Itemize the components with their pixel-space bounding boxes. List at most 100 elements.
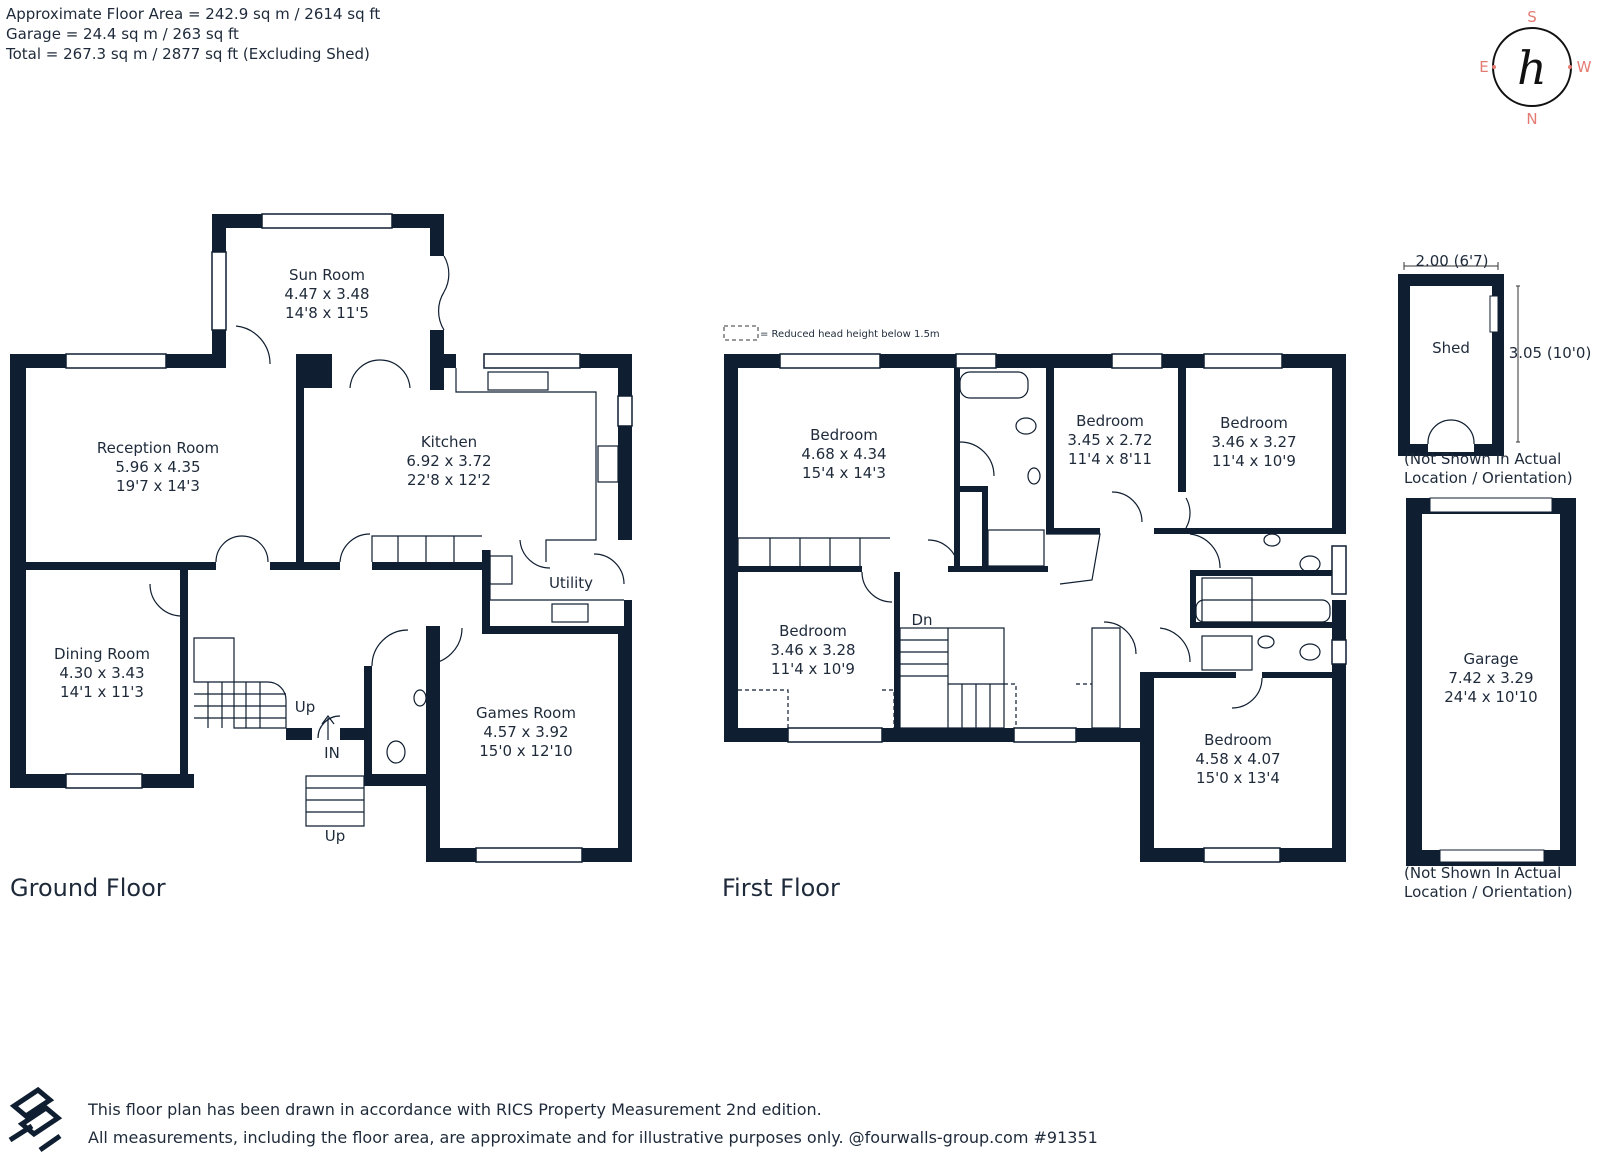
room-name: Kitchen [421, 433, 477, 451]
logo-part [9, 1086, 55, 1120]
window [261, 213, 393, 229]
door-swing [1189, 533, 1221, 569]
shower-icon [987, 529, 1045, 567]
first-floor-fittings [737, 371, 1331, 729]
compass-s: S [1527, 8, 1537, 26]
room-name: Bedroom [1204, 731, 1272, 749]
wall [180, 570, 188, 774]
worktop [455, 368, 597, 562]
door-swing [339, 533, 371, 563]
shed-plan: 2.00 (6'7) Shed 3.05 (10'0) [1398, 252, 1592, 456]
wall [426, 786, 440, 862]
cupboard [489, 555, 513, 585]
stair-treads [194, 682, 286, 728]
room-dim-ft: 15'0 x 13'4 [1196, 769, 1280, 787]
shed-walls [1398, 274, 1504, 456]
wall [482, 626, 632, 634]
compass-n: N [1526, 110, 1537, 128]
door-swing [149, 583, 181, 617]
wall [1178, 368, 1186, 492]
room-dim-m: 5.96 x 4.35 [115, 458, 200, 476]
basin-icon [413, 689, 427, 707]
room-dim-m: 4.30 x 3.43 [59, 664, 144, 682]
wc-icon [1299, 555, 1321, 573]
room-name: Utility [549, 574, 593, 592]
door-swing [927, 539, 959, 567]
wall [618, 354, 632, 540]
hob-icon [597, 445, 619, 483]
room-dim-m: 4.58 x 4.07 [1195, 750, 1280, 768]
garage-plan: Garage 7.42 x 3.29 24'4 x 10'10 [1406, 497, 1576, 866]
ground-floor-windows [65, 213, 633, 863]
legend-swatch [723, 325, 759, 341]
wall [1332, 354, 1346, 530]
compass: S E W N h [1479, 8, 1591, 128]
entrance-arrow-icon [321, 715, 335, 740]
shed-door-gap [1428, 436, 1474, 452]
door-swing [861, 571, 893, 603]
ground-floor-labels: Sun Room 4.47 x 3.48 14'8 x 11'5 Recepti… [54, 266, 593, 845]
kitchen-fittings [193, 368, 624, 827]
wall [372, 562, 482, 570]
room-dim-ft: 15'4 x 14'3 [802, 464, 886, 482]
logo-part [17, 1104, 63, 1138]
door-swing [593, 553, 625, 585]
wall [1190, 622, 1346, 628]
door-swing [215, 535, 269, 563]
wc-icon [1299, 643, 1321, 661]
garage-note-line2: Location / Orientation) [1404, 883, 1573, 901]
room-dim-m: 3.45 x 2.72 [1067, 431, 1152, 449]
wall [1262, 672, 1346, 678]
basin-icon [1027, 467, 1041, 485]
doors [149, 255, 625, 739]
shed-note: (Not Shown In Actual Location / Orientat… [1404, 450, 1573, 488]
room-dim-m: 3.46 x 3.28 [770, 641, 855, 659]
steps-up-label: Up [325, 827, 346, 845]
total-area-text: Total = 267.3 sq m / 2877 sq ft (Excludi… [6, 45, 370, 63]
wall [894, 572, 900, 728]
basin-icon [1257, 635, 1275, 649]
window [1489, 295, 1499, 333]
cupboards [371, 535, 482, 562]
fourwalls-logo-icon [8, 1086, 63, 1153]
door-swing [425, 627, 463, 665]
door-swing [1231, 677, 1263, 709]
room-name: Bedroom [1220, 414, 1288, 432]
window [1331, 639, 1347, 665]
garage-note: (Not Shown In Actual Location / Orientat… [1404, 864, 1573, 902]
first-floor-windows [779, 353, 1347, 863]
first-floor-title: First Floor [722, 874, 840, 902]
door-swing [1427, 419, 1475, 445]
wall [340, 728, 366, 740]
wall [286, 728, 312, 740]
wall [618, 626, 632, 862]
window [1203, 353, 1283, 369]
window [787, 727, 883, 743]
footer-line2: All measurements, including the floor ar… [88, 1128, 1098, 1147]
wardrobes [737, 537, 890, 566]
garage-dim-m: 7.42 x 3.29 [1448, 669, 1533, 687]
room-dim-ft: 14'1 x 11'3 [60, 683, 144, 701]
room-name: Reception Room [97, 439, 219, 457]
wall [430, 354, 456, 368]
sink-icon [487, 371, 549, 391]
room-dim-ft: 19'7 x 14'3 [116, 477, 200, 495]
shower-icon [1201, 577, 1253, 623]
room-dim-ft: 11'4 x 10'9 [771, 660, 855, 678]
logo-part [8, 1123, 62, 1153]
wall [948, 566, 1048, 572]
window [211, 251, 227, 331]
window [1111, 353, 1163, 369]
room-dim-ft: 15'0 x 12'10 [479, 742, 572, 760]
window [483, 353, 581, 369]
window [1203, 847, 1281, 863]
wc-icon [386, 740, 406, 764]
shed-depth-dimension [1516, 285, 1520, 443]
room-dim-m: 4.57 x 3.92 [483, 723, 568, 741]
reduced-headroom [738, 683, 1092, 728]
wall [1154, 672, 1236, 678]
shed-depth-label: 3.05 (10'0) [1509, 344, 1592, 362]
cupboard [1091, 627, 1121, 729]
wall [296, 354, 304, 566]
room-name: Bedroom [810, 426, 878, 444]
